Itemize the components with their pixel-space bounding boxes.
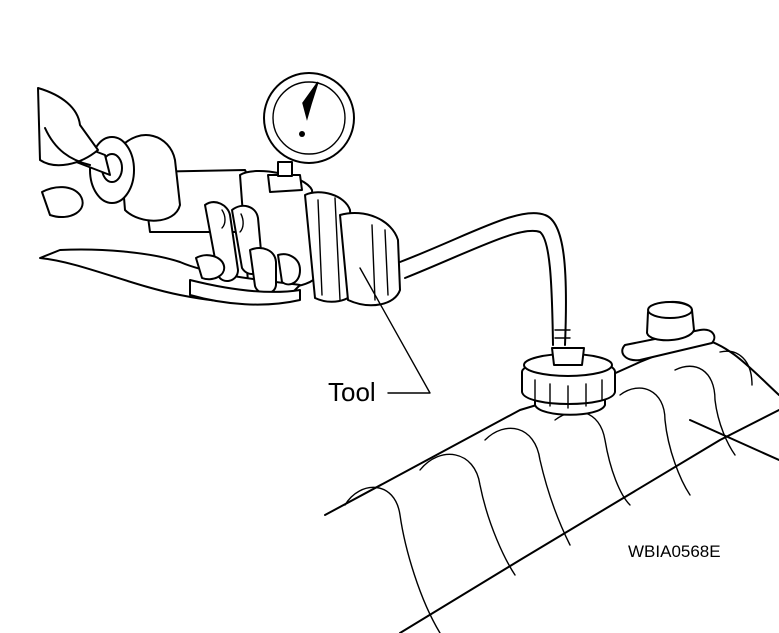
tool-leader-line xyxy=(359,267,431,394)
technician-hands xyxy=(37,87,301,306)
radiator-cap xyxy=(621,300,716,362)
figure-code: WBIA0568E xyxy=(628,542,721,561)
radiator-tank xyxy=(324,337,779,633)
tool-label: Tool xyxy=(328,377,376,407)
gauge-needle xyxy=(302,81,319,121)
tester-hose xyxy=(399,212,571,346)
filler-neck-adapter xyxy=(521,347,616,416)
